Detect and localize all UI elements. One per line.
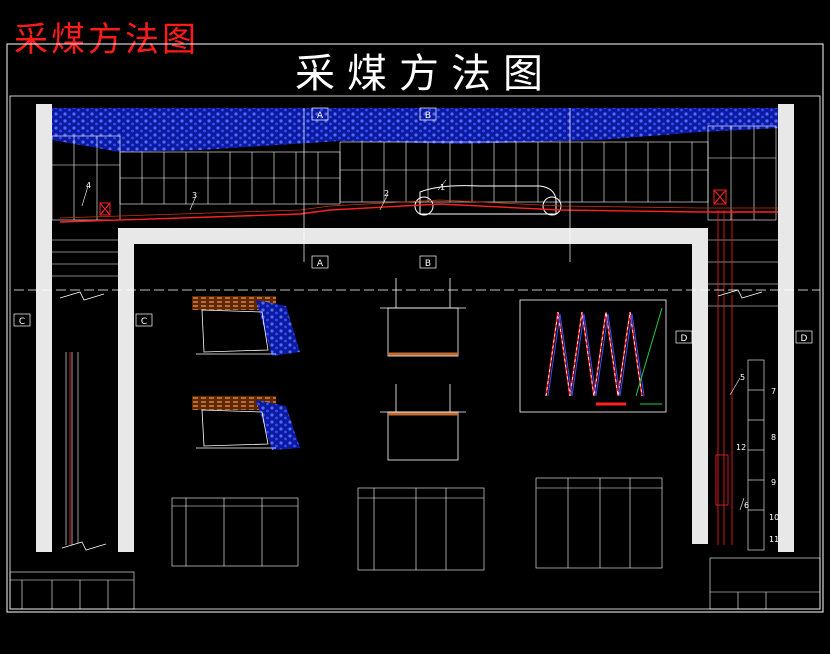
shearer — [419, 185, 557, 215]
right-roadway-conveyor — [715, 210, 733, 545]
drawing-title: 采煤方法图 — [295, 51, 555, 97]
profile-b-b — [192, 396, 300, 450]
section-mark-b-top: B — [425, 111, 431, 121]
callout-7: 7 — [771, 387, 776, 396]
cable-trough — [59, 199, 778, 219]
face-conveyor — [59, 203, 778, 223]
callout-10: 10 — [769, 513, 779, 522]
table-economic-indices — [535, 477, 663, 569]
cycle-chart-series-white — [545, 311, 643, 397]
section-mark-c-right: C — [141, 317, 147, 327]
callout-9: 9 — [771, 478, 776, 487]
callout-8: 8 — [771, 433, 776, 442]
section-mark-d-right: D — [801, 334, 808, 344]
table-equipment — [171, 497, 299, 567]
shearer-drum-left — [414, 196, 434, 216]
outer-frame — [6, 43, 824, 613]
left-roadway-lines — [52, 239, 118, 545]
section-mark-b-bottom: B — [425, 259, 431, 269]
callout-leaders — [81, 179, 745, 511]
watermark-title: 采煤方法图 — [14, 20, 199, 60]
cycle-chart-series-blue — [547, 313, 645, 397]
right-roadway-lines — [708, 239, 778, 551]
callout-1: 1 — [440, 183, 445, 192]
coal-seam — [52, 108, 780, 152]
profile-a-a — [192, 296, 300, 356]
break-marks — [59, 289, 763, 551]
table-roadway-sections — [9, 571, 135, 610]
callout-11: 11 — [769, 535, 779, 544]
section-mark-a-top: A — [317, 111, 324, 121]
cycle-chart-series-green — [635, 307, 663, 397]
section-mark-c-left: C — [19, 317, 25, 327]
section-lines — [14, 108, 820, 291]
hydraulic-supports — [51, 125, 777, 221]
title-block — [709, 557, 821, 610]
callout-5: 5 — [740, 373, 745, 382]
section-c-c — [380, 278, 466, 357]
section-mark-boxes — [13, 107, 813, 344]
section-d-d — [380, 384, 466, 461]
callout-3: 3 — [192, 191, 197, 200]
section-mark-d-left: D — [681, 334, 688, 344]
callout-6: 6 — [744, 501, 749, 510]
table-face-parameters — [357, 487, 485, 571]
callout-4: 4 — [86, 181, 91, 190]
callout-12: 12 — [736, 443, 746, 452]
end-machine-right — [713, 189, 727, 205]
section-mark-a-bottom: A — [317, 259, 324, 269]
end-machine-left — [99, 202, 111, 216]
inner-frame — [9, 95, 821, 610]
callout-2: 2 — [384, 189, 389, 198]
cycle-chart-frame — [519, 299, 667, 413]
roadway-walls — [36, 104, 794, 552]
